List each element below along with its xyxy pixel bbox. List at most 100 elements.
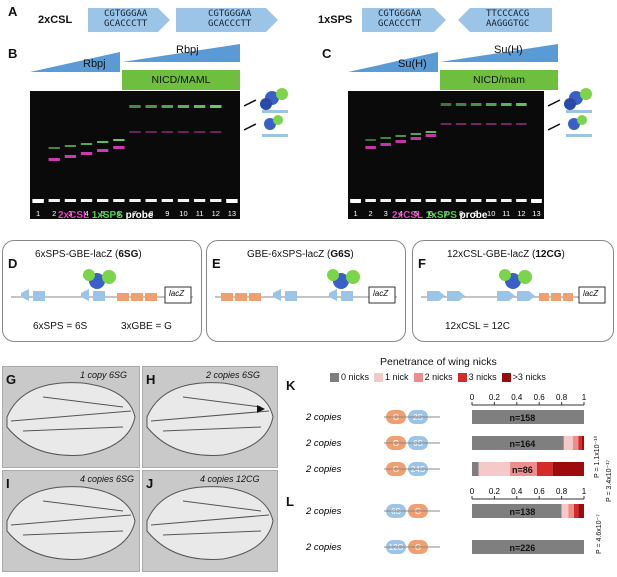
gel-band [516, 199, 527, 202]
wing-g-caption: 1 copy 6SG [80, 370, 128, 380]
c-wedge1-text: Su(H) [398, 58, 427, 70]
d-title: 6xSPS-GBE-lacZ (6SG) [35, 249, 142, 260]
l-p: P = 4.6x10⁻⁷ [596, 514, 603, 554]
gel-band [440, 103, 452, 106]
legend-1-swatch [374, 373, 384, 383]
gel-band [113, 146, 125, 149]
x-tick-label: 0.4 [511, 393, 523, 402]
wing-h-caption: 2 copies 6SG [206, 370, 261, 380]
gel-band [113, 199, 125, 202]
gel-band [145, 105, 157, 108]
gel-band [501, 103, 512, 106]
row-copies-label: 2 copies [305, 438, 342, 449]
wing-i-image [6, 486, 136, 560]
wing-j-label: J [146, 476, 154, 491]
wing-j-image [146, 486, 274, 560]
gel-band [48, 147, 60, 149]
lane-number: 1 [36, 209, 40, 218]
gel-band [350, 199, 361, 203]
gel-band [129, 131, 141, 133]
x-tick-label: 0.2 [489, 393, 501, 402]
k-title: Penetrance of wing nicks [380, 356, 497, 368]
lane-number: 7 [444, 209, 448, 218]
wing-j-caption: 4 copies 12CG [200, 474, 260, 484]
gel-band [380, 199, 391, 202]
lane-number: 12 [212, 209, 220, 218]
lane-number: 9 [474, 209, 478, 218]
wing-i-label: I [6, 476, 10, 491]
gel-band [410, 199, 422, 202]
panel-c-wedges [348, 44, 558, 72]
gel-band [193, 105, 206, 108]
panel-c-label: C [322, 46, 332, 61]
stack-segment [563, 436, 573, 450]
gel-band [455, 123, 467, 125]
panel-b-label: B [8, 46, 18, 61]
gel-band [440, 123, 452, 125]
lane-number: 1 [353, 209, 357, 218]
e-gene: lacZ [373, 289, 389, 298]
x-tick-label: 0.6 [534, 393, 546, 402]
gel-band [455, 103, 467, 106]
row-copies-label: 2 copies [305, 412, 342, 423]
gel-band [501, 199, 512, 202]
row-copies-label: 2 copies [305, 506, 342, 517]
gel-band [455, 199, 467, 202]
b-wedge1-text: Rbpj [83, 58, 106, 70]
panel-k-label: K [286, 378, 296, 393]
stack-segment [510, 462, 537, 476]
wing-i [2, 470, 140, 572]
lane-number: 11 [502, 209, 510, 218]
b-nicd-box: NICD/MAML [122, 70, 240, 90]
sps-label: 1xSPS [318, 14, 353, 26]
csl-arrows [88, 8, 278, 32]
x-tick-label: 0.8 [556, 393, 568, 402]
gel-band [210, 131, 222, 133]
lane-number: 4 [399, 209, 403, 218]
x-tick-label: 0.8 [556, 487, 568, 496]
lane-number: 2 [369, 209, 373, 218]
row-n-label: n=86 [512, 465, 533, 475]
gel-band [485, 199, 497, 202]
complex-icons-c [548, 88, 592, 137]
stack-segment [472, 410, 584, 424]
d-right-note: 3xGBE = G [121, 321, 172, 332]
b-wedge2-text: Rbpj [176, 44, 199, 56]
gel-band [516, 123, 527, 125]
lane-number: 4 [84, 209, 88, 218]
panel-f-label: F [418, 256, 426, 271]
gel-band [48, 158, 60, 161]
wing-h-label: H [146, 372, 156, 387]
panel-d: 6xSPS-GBE-lacZ (6SG) lacZ 6xSPS = 6S 3xG… [2, 240, 202, 342]
stack-segment [578, 504, 584, 518]
gel-band [395, 199, 407, 202]
f-gene: lacZ [583, 289, 599, 298]
e-title: GBE-6xSPS-lacZ (G6S) [247, 249, 354, 260]
gel-band [161, 131, 173, 133]
stack-segment [536, 462, 553, 476]
f-title: 12xCSL-GBE-lacZ (12CG) [447, 249, 565, 260]
e-construct [215, 269, 397, 304]
c-wedge2-text: Su(H) [494, 44, 523, 56]
wing-g-label: G [6, 372, 17, 387]
gel-band [177, 199, 190, 202]
stack-segment [578, 436, 582, 450]
stack-segment [552, 462, 584, 476]
gel-band [113, 139, 125, 141]
gel-band [161, 105, 173, 108]
gel-band [485, 123, 497, 125]
complex-icons-b [244, 88, 288, 137]
gel-band [210, 105, 222, 108]
wing-i-caption: 4 copies 6SG [80, 474, 135, 484]
lane-number: 6 [117, 209, 121, 218]
gel-band [531, 199, 542, 203]
lane-number: 6 [429, 209, 433, 218]
f-note: 12xCSL = 12C [445, 321, 510, 332]
